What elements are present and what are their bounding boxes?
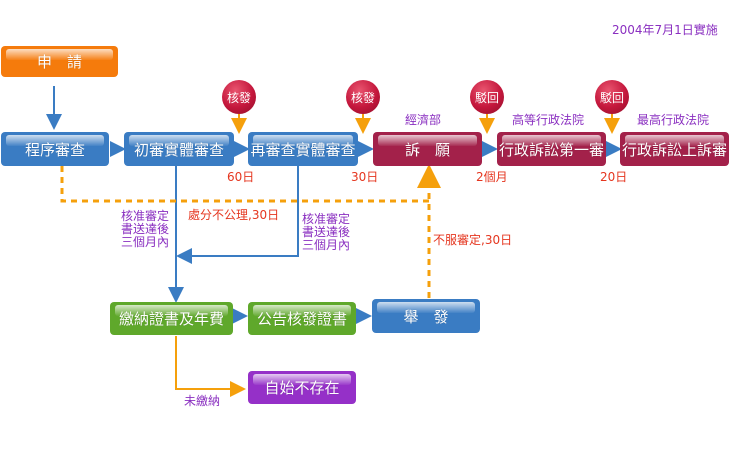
node-admin-first[interactable]: 行政訴訟第一審 [497,132,606,166]
badge-reject-1: 駁回 [470,80,504,114]
badge-grant-2: 核發 [346,80,380,114]
node-re-exam-label: 再審查實體審查 [250,140,356,159]
node-pay-fee-label: 繳納證書及年費 [118,310,224,328]
arrow-re-to-pay [176,166,299,264]
node-admin-appeal[interactable]: 行政訴訟上訴審 [620,132,729,166]
deadline-2-months: 2個月 [476,170,508,184]
deadline-disagree-decision: 不服審定,30日 [433,233,513,247]
authority-supreme-admin-court: 最高行政法院 [637,113,710,127]
node-formal-review-label: 程序審查 [24,140,85,159]
node-opposition[interactable]: 舉 發 [372,299,480,333]
node-appeal[interactable]: 訴 願 [373,132,482,166]
effective-date: 2004年7月1日實施 [612,23,718,37]
note-approval-2: 核准審定 書送達後 三個月內 [302,212,351,252]
authority-moea: 經濟部 [405,113,442,127]
authority-high-admin-court: 高等行政法院 [512,113,585,127]
node-first-exam-label: 初審實體審查 [133,140,224,159]
node-announce-label: 公告核發證書 [256,310,347,328]
node-re-exam[interactable]: 再審查實體審查 [248,132,358,166]
node-first-exam[interactable]: 初審實體審查 [124,132,234,166]
node-void[interactable]: 自始不存在 [248,371,356,404]
node-admin-appeal-label: 行政訴訟上訴審 [621,140,727,159]
arrow-unpaid-to-void [175,336,246,397]
node-formal-review[interactable]: 程序審查 [1,132,109,166]
node-apply[interactable]: 申 請 [1,46,118,77]
badge-grant-1: 核發 [222,80,256,114]
deadline-60-days: 60日 [227,170,255,184]
node-opposition-label: 舉 發 [403,307,449,326]
node-admin-first-label: 行政訴訟第一審 [498,140,604,159]
note-approval-1: 核准審定 書送達後 三個月內 [121,209,170,249]
deadline-20-days: 20日 [600,170,628,184]
badge-reject-2: 駁回 [595,80,629,114]
node-pay-fee[interactable]: 繳納證書及年費 [110,302,233,335]
node-apply-label: 申 請 [36,53,82,71]
dashed-formal-to-appeal [60,166,429,203]
node-void-label: 自始不存在 [264,379,340,397]
deadline-30-days: 30日 [351,170,379,184]
node-appeal-label: 訴 願 [404,140,450,159]
node-announce[interactable]: 公告核發證書 [248,302,356,335]
deadline-unfair-disposition: 處分不公理,30日 [188,208,280,222]
note-unpaid: 未繳納 [184,394,221,408]
